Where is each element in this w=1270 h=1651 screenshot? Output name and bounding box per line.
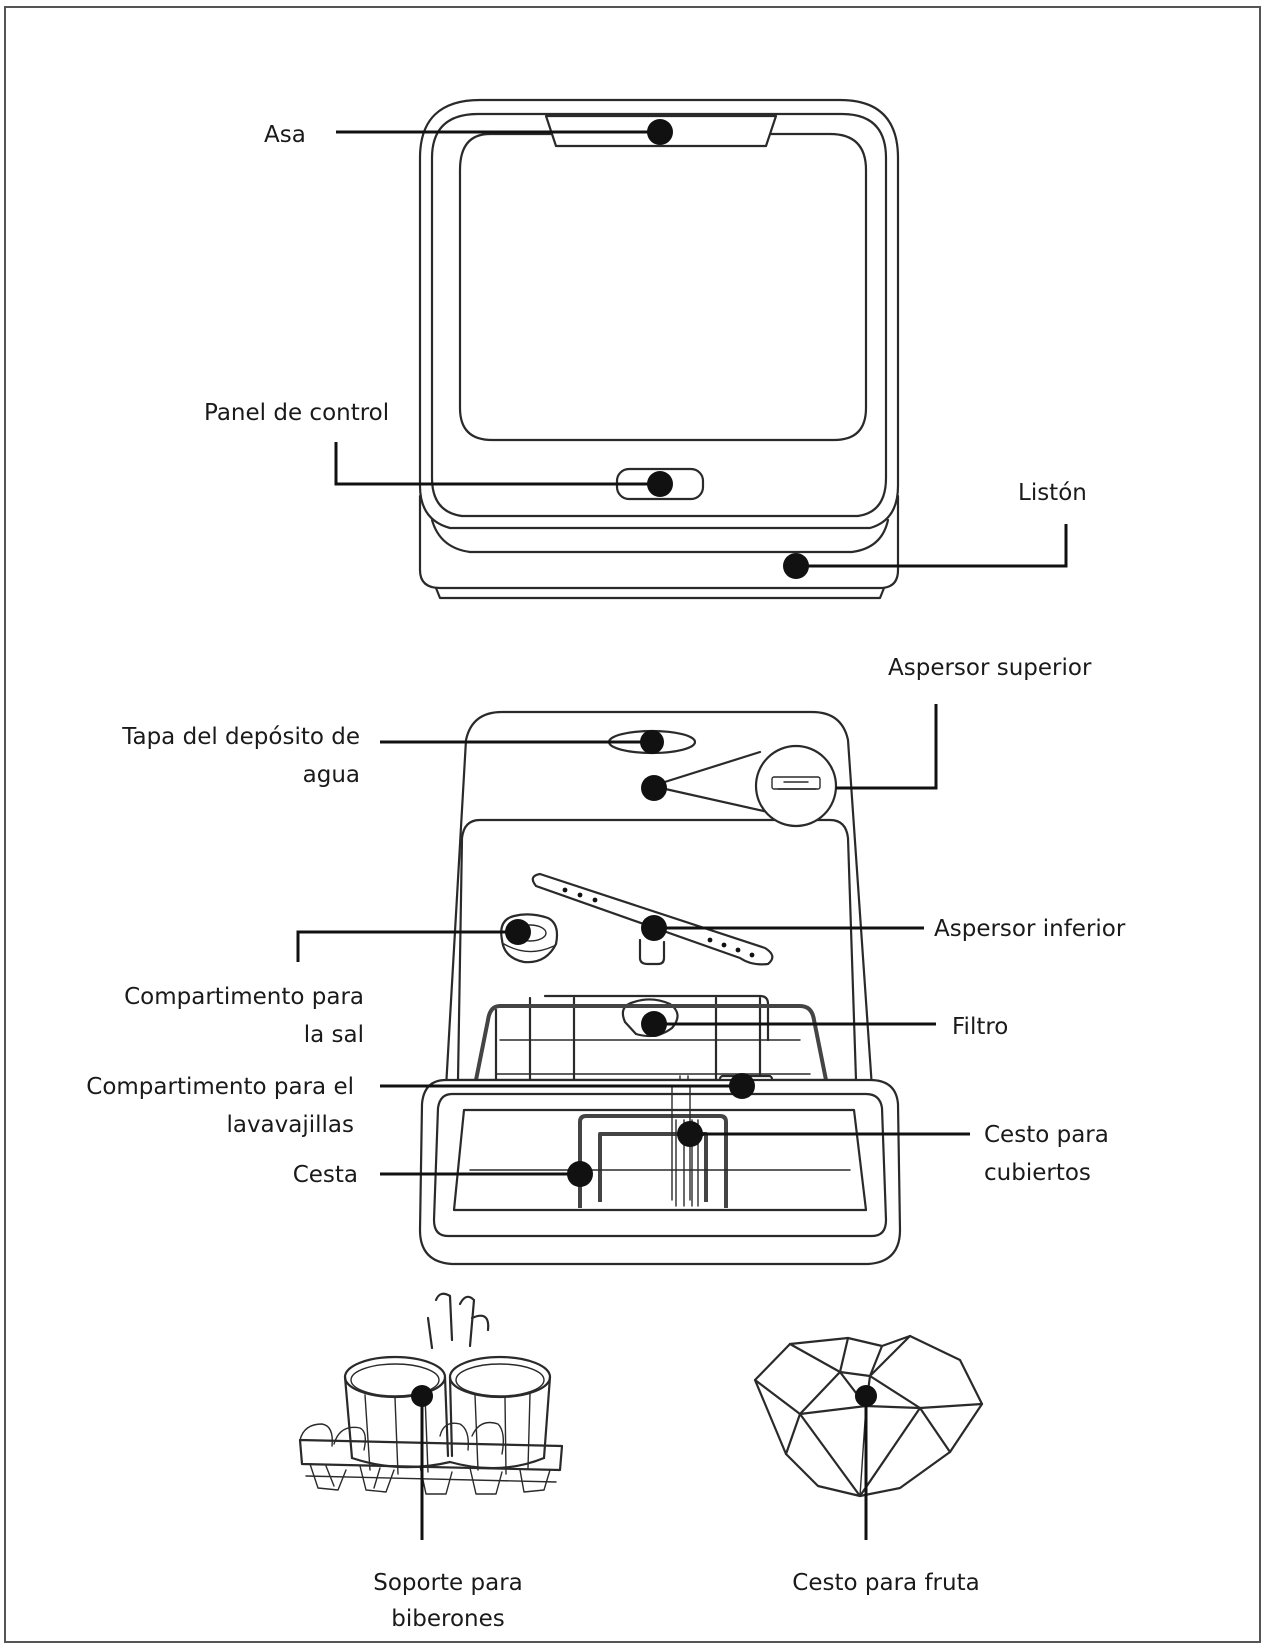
label-panel-control: Panel de control xyxy=(204,400,389,426)
label-aspersor-superior: Aspersor superior xyxy=(888,655,1092,681)
dishwasher-open-view xyxy=(418,710,902,1266)
label-soporte-line1: Soporte para xyxy=(373,1570,523,1596)
comp-lava-marker xyxy=(729,1073,755,1099)
labels: Asa Panel de control Listón Aspersor sup… xyxy=(86,122,1126,1632)
label-comp-lava-line1: Compartimento para el xyxy=(86,1074,354,1100)
panel-control-marker xyxy=(647,471,673,497)
label-comp-sal-line2: la sal xyxy=(304,1022,364,1048)
cesta-marker xyxy=(567,1161,593,1187)
label-tapa-deposito-line2: agua xyxy=(303,762,360,788)
label-comp-lava-line2: lavavajillas xyxy=(226,1112,354,1138)
label-soporte-line2: biberones xyxy=(391,1606,504,1632)
label-tapa-deposito-line1: Tapa del depósito de xyxy=(121,724,360,750)
aspersor-inferior-marker xyxy=(641,915,667,941)
fruit-basket-illustration xyxy=(753,1334,984,1498)
bottle-holder-illustration xyxy=(298,1292,564,1495)
label-liston: Listón xyxy=(1018,480,1087,506)
liston-marker xyxy=(783,553,809,579)
dishwasher-front-view xyxy=(418,98,900,600)
label-asa: Asa xyxy=(264,122,306,148)
cesto-fruta-marker xyxy=(855,1385,877,1407)
label-cesto-cubiertos-line1: Cesto para xyxy=(984,1122,1109,1148)
aspersor-superior-marker xyxy=(641,775,667,801)
label-cesto-cubiertos-line2: cubiertos xyxy=(984,1160,1091,1186)
label-cesto-fruta: Cesto para fruta xyxy=(792,1570,979,1596)
comp-sal-marker xyxy=(505,919,531,945)
label-aspersor-inferior: Aspersor inferior xyxy=(934,916,1126,942)
label-cesta: Cesta xyxy=(293,1162,358,1188)
tapa-deposito-marker xyxy=(640,730,664,754)
label-comp-sal-line1: Compartimento para xyxy=(124,984,364,1010)
filtro-marker xyxy=(641,1011,667,1037)
asa-marker xyxy=(647,119,673,145)
leader-lines xyxy=(296,119,1068,1540)
cesto-cubiertos-marker xyxy=(677,1121,703,1147)
soporte-biberones-marker xyxy=(411,1385,433,1407)
label-filtro: Filtro xyxy=(952,1014,1008,1040)
